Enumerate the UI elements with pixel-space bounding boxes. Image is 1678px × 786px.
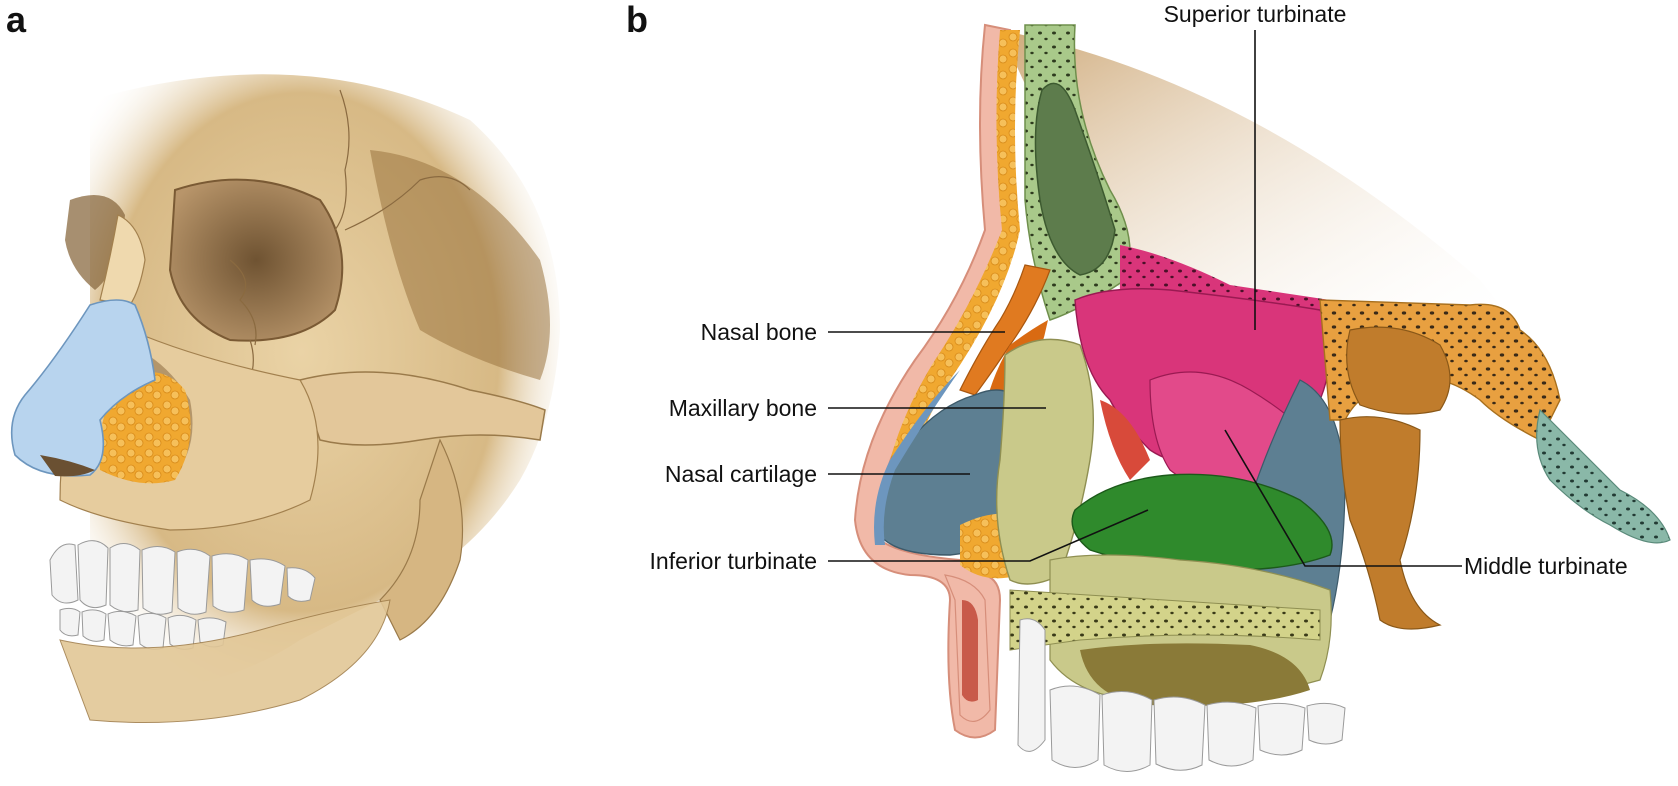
nasal-cartilage-external (10, 299, 156, 477)
nostril (40, 455, 95, 477)
label-nasal-bone: Nasal bone (701, 319, 817, 345)
alar-fat-tissue (99, 372, 191, 484)
leader-middle-turbinate (1224, 429, 1462, 567)
teeth-section (1017, 618, 1346, 772)
lateral-wall-strip (1100, 400, 1150, 480)
panel-a-skull-illustration (10, 74, 560, 723)
zygomatic-arch (299, 371, 546, 446)
clivus (1536, 408, 1671, 544)
cartilage-edge (874, 370, 960, 545)
upper-teeth (49, 540, 316, 615)
panel-b-letter: b (626, 0, 648, 40)
maxillary-sinus-cavity (1080, 643, 1310, 706)
sphenoid-sinus (1346, 326, 1451, 415)
panel-a-letter: a (6, 0, 27, 40)
orbit (168, 178, 344, 342)
hard-palate (1009, 589, 1321, 651)
pterygoid-plate (1339, 416, 1442, 630)
label-maxillary-bone: Maxillary bone (669, 395, 817, 421)
mandible-body (59, 599, 391, 723)
temporal-shadow (370, 150, 550, 380)
leader-inferior-turbinate (828, 509, 1149, 562)
maxillary-bone-section (995, 338, 1095, 585)
frontal-sinus (1034, 82, 1116, 276)
panel-b-sagittal-section (853, 23, 1671, 772)
label-inferior-turbinate: Inferior turbinate (650, 548, 817, 574)
mandible-ramus (379, 438, 464, 641)
label-superior-turbinate: Superior turbinate (1164, 1, 1347, 27)
label-middle-turbinate: Middle turbinate (1464, 553, 1628, 579)
label-nasal-cartilage: Nasal cartilage (665, 461, 817, 487)
nasal-bone-bridge (99, 214, 146, 306)
lip-muscle (962, 600, 978, 702)
leader-lines (828, 30, 1462, 567)
